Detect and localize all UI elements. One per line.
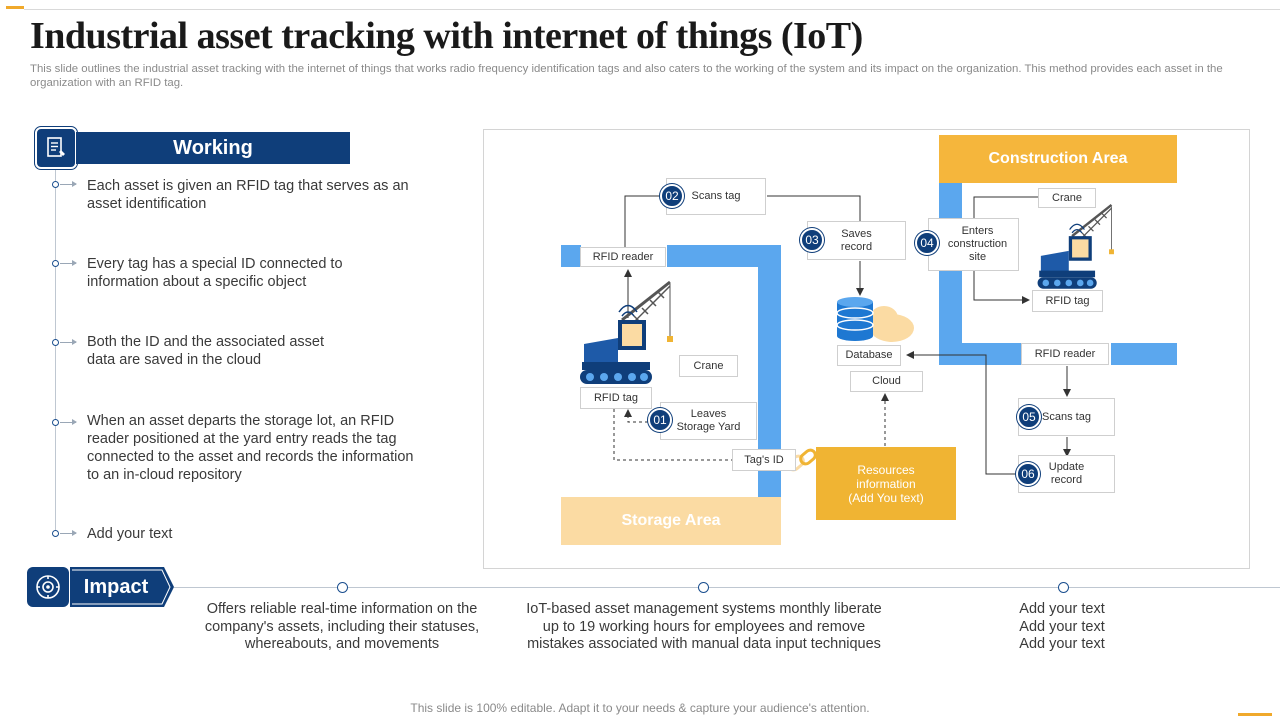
database-label: Database <box>837 345 901 366</box>
diagram-frame <box>483 129 1250 569</box>
rfid-tag-label: RFID tag <box>580 387 652 409</box>
impact-timeline <box>174 587 1280 588</box>
step-label: Update record <box>1048 461 1085 486</box>
bullet-marker <box>52 419 82 427</box>
page-title: Industrial asset tracking with internet … <box>30 15 863 57</box>
storage-path-segment <box>758 245 781 497</box>
bullet-marker <box>52 530 82 538</box>
working-item: Both the ID and the associated asset dat… <box>87 334 324 368</box>
step-05-badge: 05 <box>1017 405 1041 429</box>
impact-item: Offers reliable real-time information on… <box>204 601 480 653</box>
bullet-marker <box>52 181 82 189</box>
step-03-badge: 03 <box>800 228 824 252</box>
rfid-tag-label: RFID tag <box>1032 290 1103 312</box>
crane-label: Crane <box>679 355 738 377</box>
settings-head-icon <box>27 567 69 607</box>
step-label: Saves record <box>840 227 873 253</box>
bullet-marker <box>52 339 82 347</box>
step-01-badge: 01 <box>648 408 672 432</box>
crane-label: Crane <box>1038 188 1096 208</box>
top-accent-bar <box>6 6 24 9</box>
storage-path-segment <box>561 245 581 267</box>
step-label: Leaves Storage Yard <box>676 408 741 433</box>
impact-heading: Impact <box>83 575 149 598</box>
cloud-label: Cloud <box>850 371 923 392</box>
bullet-marker <box>52 260 82 268</box>
impact-item: Add your text Add your text Add your tex… <box>1019 601 1105 653</box>
page-subtitle: This slide outlines the industrial asset… <box>30 63 1223 89</box>
rfid-reader-label: RFID reader <box>580 247 666 267</box>
working-item: Every tag has a special ID connected to … <box>87 256 343 290</box>
construction-path-segment <box>1111 343 1177 365</box>
construction-area-label: Construction Area <box>939 135 1177 183</box>
impact-marker <box>698 582 709 593</box>
step-label: Scans tag <box>1042 410 1091 423</box>
step-01-box: Leaves Storage Yard <box>660 402 757 440</box>
top-divider <box>24 9 1280 10</box>
step-02-box: Scans tag <box>666 178 766 215</box>
step-label: Scans tag <box>691 190 741 202</box>
construction-path-segment <box>939 343 1021 365</box>
document-icon <box>35 127 77 169</box>
impact-marker <box>1058 582 1069 593</box>
step-label: Enters construction site <box>947 225 1008 263</box>
rfid-reader-label: RFID reader <box>1021 343 1109 365</box>
step-04-box: Enters construction site <box>928 218 1019 271</box>
step-02-badge: 02 <box>660 184 684 208</box>
impact-banner-shape <box>70 567 174 607</box>
bottom-accent-bar <box>1238 713 1272 716</box>
crane-vehicle-icon <box>1037 203 1114 289</box>
impact-marker <box>337 582 348 593</box>
database-cloud-icon <box>836 297 914 342</box>
tags-id-label: Tag's ID <box>732 449 796 471</box>
step-04-badge: 04 <box>915 231 939 255</box>
working-timeline <box>55 170 56 536</box>
storage-area-label: Storage Area <box>561 497 781 545</box>
resources-information-box: Resources information (Add You text) <box>816 447 956 520</box>
working-item: Add your text <box>87 526 173 542</box>
impact-item: IoT-based asset management systems month… <box>526 601 882 653</box>
working-item: When an asset departs the storage lot, a… <box>87 413 414 483</box>
working-item: Each asset is given an RFID tag that ser… <box>87 178 409 212</box>
footer-note: This slide is 100% editable. Adapt it to… <box>410 701 870 715</box>
crane-vehicle-icon <box>580 280 673 384</box>
step-05-box: Scans tag <box>1018 398 1115 436</box>
step-06-badge: 06 <box>1016 462 1040 486</box>
working-heading: Working <box>76 132 350 164</box>
storage-path-segment <box>667 245 781 267</box>
